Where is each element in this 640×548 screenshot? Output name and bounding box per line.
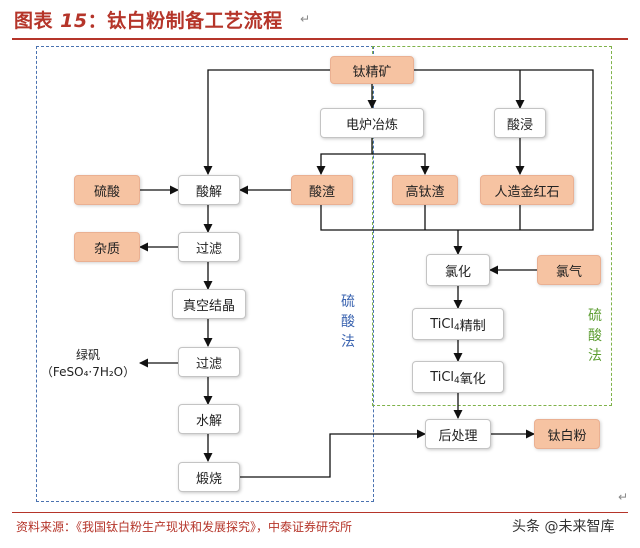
arrow-furnace-to-high-ti-slag: [372, 153, 430, 175]
ticl4-oxidation-suffix: 氧化: [459, 371, 486, 387]
node-ti-concentrate: 钛精矿: [330, 56, 414, 84]
arrow-furnace-to-acid-slag: [316, 138, 373, 175]
node-filtration-1: 过滤: [178, 232, 240, 262]
footer-rule: [12, 512, 628, 513]
byproduct-formula: （FeSO₄·7H₂O）: [40, 365, 136, 379]
chloride-process-region: [372, 46, 612, 406]
node-acid-slag: 酸渣: [291, 175, 353, 205]
node-sulfuric-acid: 硫酸: [74, 175, 140, 205]
return-mark: ↵: [300, 12, 311, 26]
arrow-calcination-to-post: [239, 429, 426, 478]
ticl4-refine-prefix: TiCl: [430, 316, 455, 332]
ticl4-oxidation-prefix: TiCl: [430, 369, 455, 385]
line-acid-slag-to-bus: [320, 205, 458, 231]
byproduct-green-vitriol: 绿矾 （FeSO₄·7H₂O）: [40, 346, 136, 380]
title-number: 15: [60, 10, 88, 32]
source-note: 资料来源：《我国钛白粉生产现状和发展探究》，中泰证券研究所: [16, 520, 353, 534]
node-calcination: 煅烧: [178, 462, 240, 492]
ticl4-oxidation-subscript: 4: [454, 376, 460, 386]
byproduct-name: 绿矾: [75, 348, 100, 362]
node-ti-dioxide: 钛白粉: [534, 419, 600, 449]
line-concentrate-right-bus: [414, 69, 594, 231]
title-text: 钛白粉制备工艺流程: [107, 10, 283, 32]
node-chlorine: 氯气: [537, 255, 601, 285]
node-chlorination: 氯化: [426, 254, 490, 286]
node-electric-furnace: 电炉冶炼: [320, 108, 424, 138]
node-impurities: 杂质: [74, 232, 140, 262]
node-hydrolysis: 水解: [178, 404, 240, 434]
arrow-concentrate-to-acidolysis: [203, 69, 330, 175]
watermark: 头条 @未来智库: [512, 519, 615, 535]
node-acid-leach: 酸浸: [494, 108, 546, 138]
node-acidolysis: 酸解: [178, 175, 240, 205]
node-high-ti-slag: 高钛渣: [392, 175, 458, 205]
sulfuric-process-region: [36, 46, 374, 502]
sulfuric-process-label: 硫酸法: [341, 294, 355, 350]
node-vacuum-crystallization: 真空结晶: [172, 289, 246, 319]
figure-title: 图表 15：钛白粉制备工艺流程: [14, 6, 283, 33]
title-rule: [12, 38, 628, 40]
title-colon: ：: [87, 10, 108, 32]
chloride-process-label: 硫酸法: [588, 308, 602, 364]
return-mark: ↵: [618, 490, 629, 504]
node-filtration-2: 过滤: [178, 347, 240, 377]
ticl4-refine-suffix: 精制: [459, 318, 486, 334]
title-prefix: 图表: [14, 10, 54, 32]
node-post-treatment: 后处理: [425, 419, 491, 449]
ticl4-refine-subscript: 4: [454, 323, 460, 333]
node-synthetic-rutile: 人造金红石: [480, 175, 574, 205]
